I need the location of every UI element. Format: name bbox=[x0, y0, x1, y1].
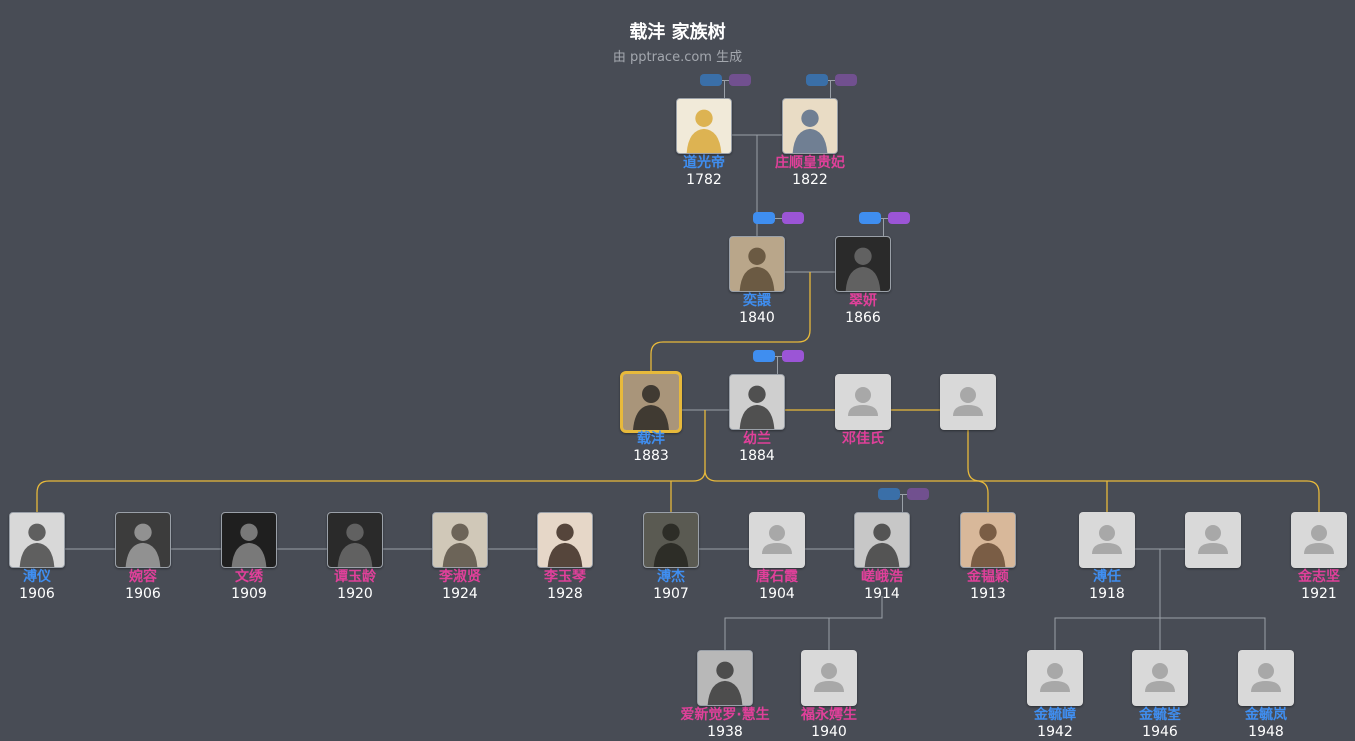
expand-mother-button[interactable] bbox=[835, 74, 857, 86]
link-zaifeng-children-b bbox=[704, 469, 989, 512]
person-birth-year: 1942 bbox=[1037, 724, 1073, 740]
person-name[interactable]: 翠妍 bbox=[849, 293, 877, 309]
avatar[interactable] bbox=[729, 236, 785, 292]
person-birth-year: 1946 bbox=[1142, 724, 1178, 740]
person-name[interactable]: 庄顺皇贵妃 bbox=[775, 155, 845, 171]
expand-mother-button[interactable] bbox=[907, 488, 929, 500]
expand-parents-youlan[interactable] bbox=[753, 350, 804, 374]
person-name[interactable]: 文绣 bbox=[235, 569, 263, 585]
avatar[interactable] bbox=[782, 98, 838, 154]
person-name[interactable]: 幼兰 bbox=[743, 431, 771, 447]
person-birth-year: 1866 bbox=[845, 310, 881, 326]
person-birth-year: 1924 bbox=[442, 586, 478, 602]
page-subtitle: 由 pptrace.com 生成 bbox=[612, 50, 743, 65]
expand-mother-button[interactable] bbox=[888, 212, 910, 224]
avatar[interactable] bbox=[620, 371, 682, 433]
link-pujie-children bbox=[724, 596, 883, 650]
expand-parents-yixuan[interactable] bbox=[753, 212, 804, 232]
person-name[interactable]: 李玉琴 bbox=[544, 569, 586, 585]
expand-mother-button[interactable] bbox=[782, 350, 804, 362]
avatar[interactable] bbox=[676, 98, 732, 154]
avatar[interactable] bbox=[643, 512, 699, 568]
expand-mother-button[interactable] bbox=[729, 74, 751, 86]
person-name[interactable]: 奕譞 bbox=[743, 293, 771, 309]
avatar[interactable] bbox=[221, 512, 277, 568]
page-title: 载沣 家族树 bbox=[629, 22, 726, 43]
avatar[interactable] bbox=[697, 650, 753, 706]
person-name[interactable]: 溥任 bbox=[1093, 569, 1121, 585]
avatar-placeholder-icon[interactable] bbox=[940, 374, 996, 430]
avatar-placeholder-icon[interactable] bbox=[1238, 650, 1294, 706]
person-name[interactable]: 金毓岚 bbox=[1245, 707, 1287, 723]
avatar-placeholder-icon[interactable] bbox=[1079, 512, 1135, 568]
person-birth-year: 1914 bbox=[864, 586, 900, 602]
expand-father-button[interactable] bbox=[700, 74, 722, 86]
person-name[interactable]: 金毓嶂 bbox=[1034, 707, 1076, 723]
person-birth-year: 1907 bbox=[653, 586, 689, 602]
person-birth-year: 1906 bbox=[19, 586, 55, 602]
avatar-placeholder-icon[interactable] bbox=[749, 512, 805, 568]
person-birth-year: 1822 bbox=[792, 172, 828, 188]
avatar[interactable] bbox=[835, 236, 891, 292]
person-name[interactable]: 金毓峑 bbox=[1139, 707, 1181, 723]
person-name[interactable]: 邓佳氏 bbox=[842, 431, 884, 447]
person-name[interactable]: 唐石霞 bbox=[756, 569, 798, 585]
person-name[interactable]: 婉容 bbox=[129, 569, 157, 585]
person-name[interactable]: 载沣 bbox=[637, 431, 665, 447]
avatar[interactable] bbox=[432, 512, 488, 568]
person-birth-year: 1884 bbox=[739, 448, 775, 464]
person-name[interactable]: 道光帝 bbox=[683, 155, 725, 171]
avatar[interactable] bbox=[729, 374, 785, 430]
person-birth-year: 1921 bbox=[1301, 586, 1337, 602]
person-birth-year: 1909 bbox=[231, 586, 267, 602]
expand-parents-daoguang[interactable] bbox=[700, 74, 751, 98]
expand-father-button[interactable] bbox=[859, 212, 881, 224]
person-name[interactable]: 溥杰 bbox=[657, 569, 685, 585]
person-name[interactable]: 李淑贤 bbox=[439, 569, 481, 585]
avatar-placeholder-icon[interactable] bbox=[835, 374, 891, 430]
person-name[interactable]: 爱新觉罗·慧生 bbox=[680, 707, 770, 723]
avatar[interactable] bbox=[854, 512, 910, 568]
avatar[interactable] bbox=[960, 512, 1016, 568]
expand-father-button[interactable] bbox=[806, 74, 828, 86]
expand-father-button[interactable] bbox=[753, 350, 775, 362]
person-name[interactable]: 金韫颖 bbox=[967, 569, 1009, 585]
expand-mother-button[interactable] bbox=[782, 212, 804, 224]
avatar-placeholder-icon[interactable] bbox=[1185, 512, 1241, 568]
person-birth-year: 1918 bbox=[1089, 586, 1125, 602]
person-name[interactable]: 嵯峨浩 bbox=[861, 569, 903, 585]
person-birth-year: 1883 bbox=[633, 448, 669, 464]
avatar-placeholder-icon[interactable] bbox=[1027, 650, 1083, 706]
person-birth-year: 1940 bbox=[811, 724, 847, 740]
person-name[interactable]: 溥仪 bbox=[23, 569, 51, 585]
expand-parents-cuiyan[interactable] bbox=[859, 212, 910, 236]
person-name[interactable]: 金志坚 bbox=[1298, 569, 1340, 585]
person-birth-year: 1938 bbox=[707, 724, 743, 740]
person-birth-year: 1928 bbox=[547, 586, 583, 602]
person-birth-year: 1906 bbox=[125, 586, 161, 602]
person-name[interactable]: 福永嫮生 bbox=[801, 707, 857, 723]
avatar-placeholder-icon[interactable] bbox=[801, 650, 857, 706]
expand-father-button[interactable] bbox=[878, 488, 900, 500]
avatar-placeholder-icon[interactable] bbox=[1132, 650, 1188, 706]
avatar[interactable] bbox=[537, 512, 593, 568]
avatar[interactable] bbox=[9, 512, 65, 568]
person-birth-year: 1840 bbox=[739, 310, 775, 326]
expand-parents-zhuangshun[interactable] bbox=[806, 74, 857, 98]
avatar[interactable] bbox=[115, 512, 171, 568]
person-name[interactable]: 谭玉龄 bbox=[334, 569, 376, 585]
link-deng-children bbox=[967, 430, 1320, 512]
avatar-placeholder-icon[interactable] bbox=[1291, 512, 1347, 568]
person-birth-year: 1920 bbox=[337, 586, 373, 602]
person-birth-year: 1913 bbox=[970, 586, 1006, 602]
expand-father-button[interactable] bbox=[753, 212, 775, 224]
person-birth-year: 1948 bbox=[1248, 724, 1284, 740]
person-birth-year: 1904 bbox=[759, 586, 795, 602]
expand-parents-sagahiro[interactable] bbox=[878, 488, 929, 512]
person-birth-year: 1782 bbox=[686, 172, 722, 188]
avatar[interactable] bbox=[327, 512, 383, 568]
